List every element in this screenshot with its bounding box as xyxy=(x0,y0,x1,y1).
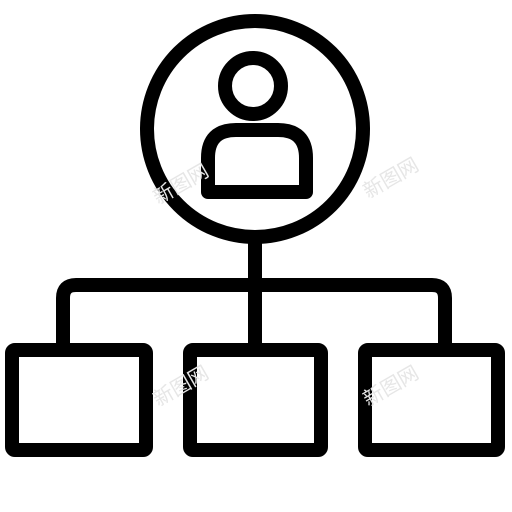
left-node-box xyxy=(5,343,153,457)
user-head-icon xyxy=(218,51,288,121)
right-node-box xyxy=(358,343,505,457)
center-node-box xyxy=(183,343,328,457)
horizontal-connector xyxy=(56,278,452,355)
user-body-icon xyxy=(201,123,313,199)
